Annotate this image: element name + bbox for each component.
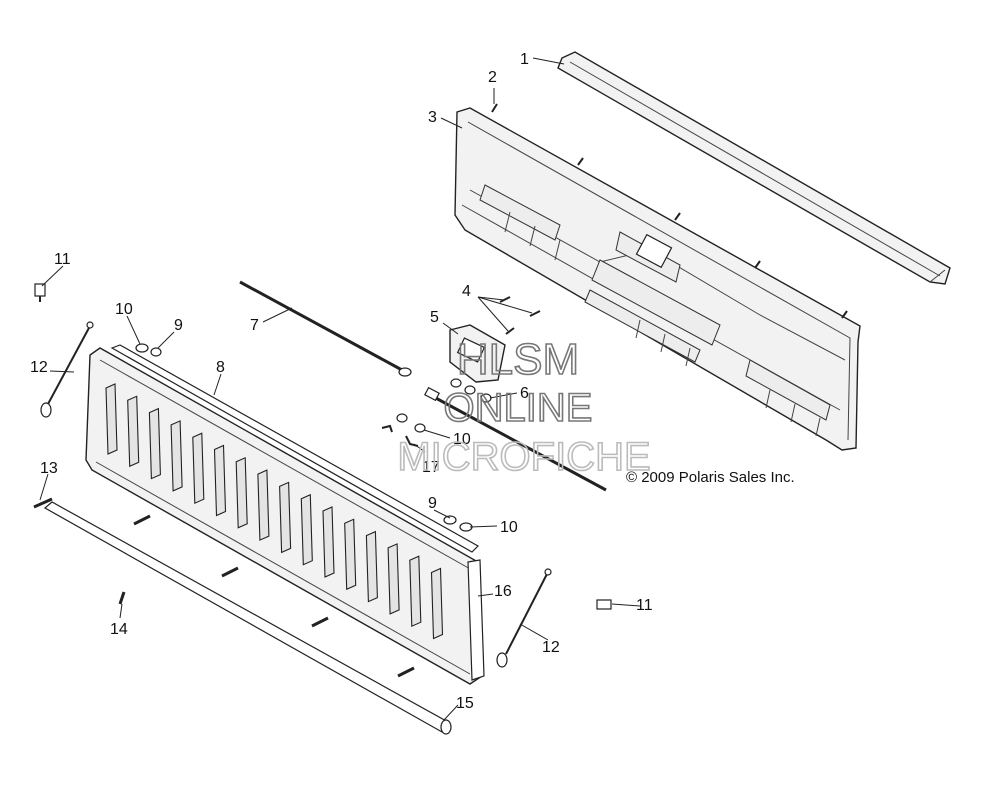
panel-slot [279,481,292,554]
callout-6: 6 [520,385,529,402]
part-4-screws [499,296,541,335]
watermark: HLSM ONLINE MICROFICHE [397,334,652,480]
watermark-line-1: HLSM [457,335,579,384]
panel-slot [213,444,227,517]
panel-slot [387,543,400,615]
panel-slot [322,506,335,578]
callout-9-right: 9 [428,495,437,512]
callout-5: 5 [430,309,439,326]
part-7-rod [239,280,412,377]
callout-16: 16 [494,583,512,600]
callout-10-left: 10 [115,301,133,318]
part-6-latch-rod [424,386,607,492]
callout-12-right: 12 [542,639,560,656]
callout-15: 15 [456,695,474,712]
callout-13: 13 [40,460,58,477]
part-11-bolt-right [596,599,612,610]
part-12-cable-left [40,321,94,418]
callout-11-left: 11 [54,251,71,268]
part-1-top-cap [557,51,951,285]
part-13-pin [33,497,53,509]
panel-slot [192,432,205,505]
panel-slots [105,383,444,640]
part-16-end-cap [467,559,485,681]
panel-slot [430,567,444,640]
callout-7: 7 [250,317,259,334]
panel-slot [105,383,118,455]
panel-slot [300,493,313,566]
callout-10-right: 10 [500,519,518,536]
panel-slot [148,407,161,480]
panel-slot [365,530,378,603]
panel-slot [235,456,248,529]
copyright-notice: © 2009 Polaris Sales Inc. [626,469,795,486]
part-5-latch-handle [449,324,506,383]
callout-3: 3 [428,109,437,126]
panel-slot [170,420,183,492]
part-11-bolt-left [34,283,46,302]
callout-10-middle: 10 [453,431,471,448]
callout-9-left: 9 [174,317,183,334]
panel-slot [257,469,270,541]
part-14-bolts [118,514,415,678]
callout-1: 1 [520,51,529,68]
part-2-screws [491,103,848,319]
panel-slot [127,395,140,468]
callout-17: 17 [422,459,440,476]
callout-12-left: 12 [30,359,48,376]
part-3-inner-panel [454,107,861,451]
callout-labels: 1 2 3 4 5 6 7 8 9 9 10 10 10 11 11 12 12… [30,51,653,712]
leader-lines [39,57,641,721]
callout-11-right: 11 [636,597,653,614]
panel-slot [409,555,422,628]
callout-4: 4 [462,283,471,300]
part-12-cable-right [496,568,552,668]
panel-slot [344,518,357,591]
watermark-line-2: ONLINE [444,386,593,430]
callout-8: 8 [216,359,225,376]
callout-14: 14 [110,621,128,638]
part-15-lower-rod [43,501,452,735]
watermark-line-3: MICROFICHE [397,435,650,479]
callout-2: 2 [488,69,497,86]
part-9-10-hardware [135,343,492,532]
